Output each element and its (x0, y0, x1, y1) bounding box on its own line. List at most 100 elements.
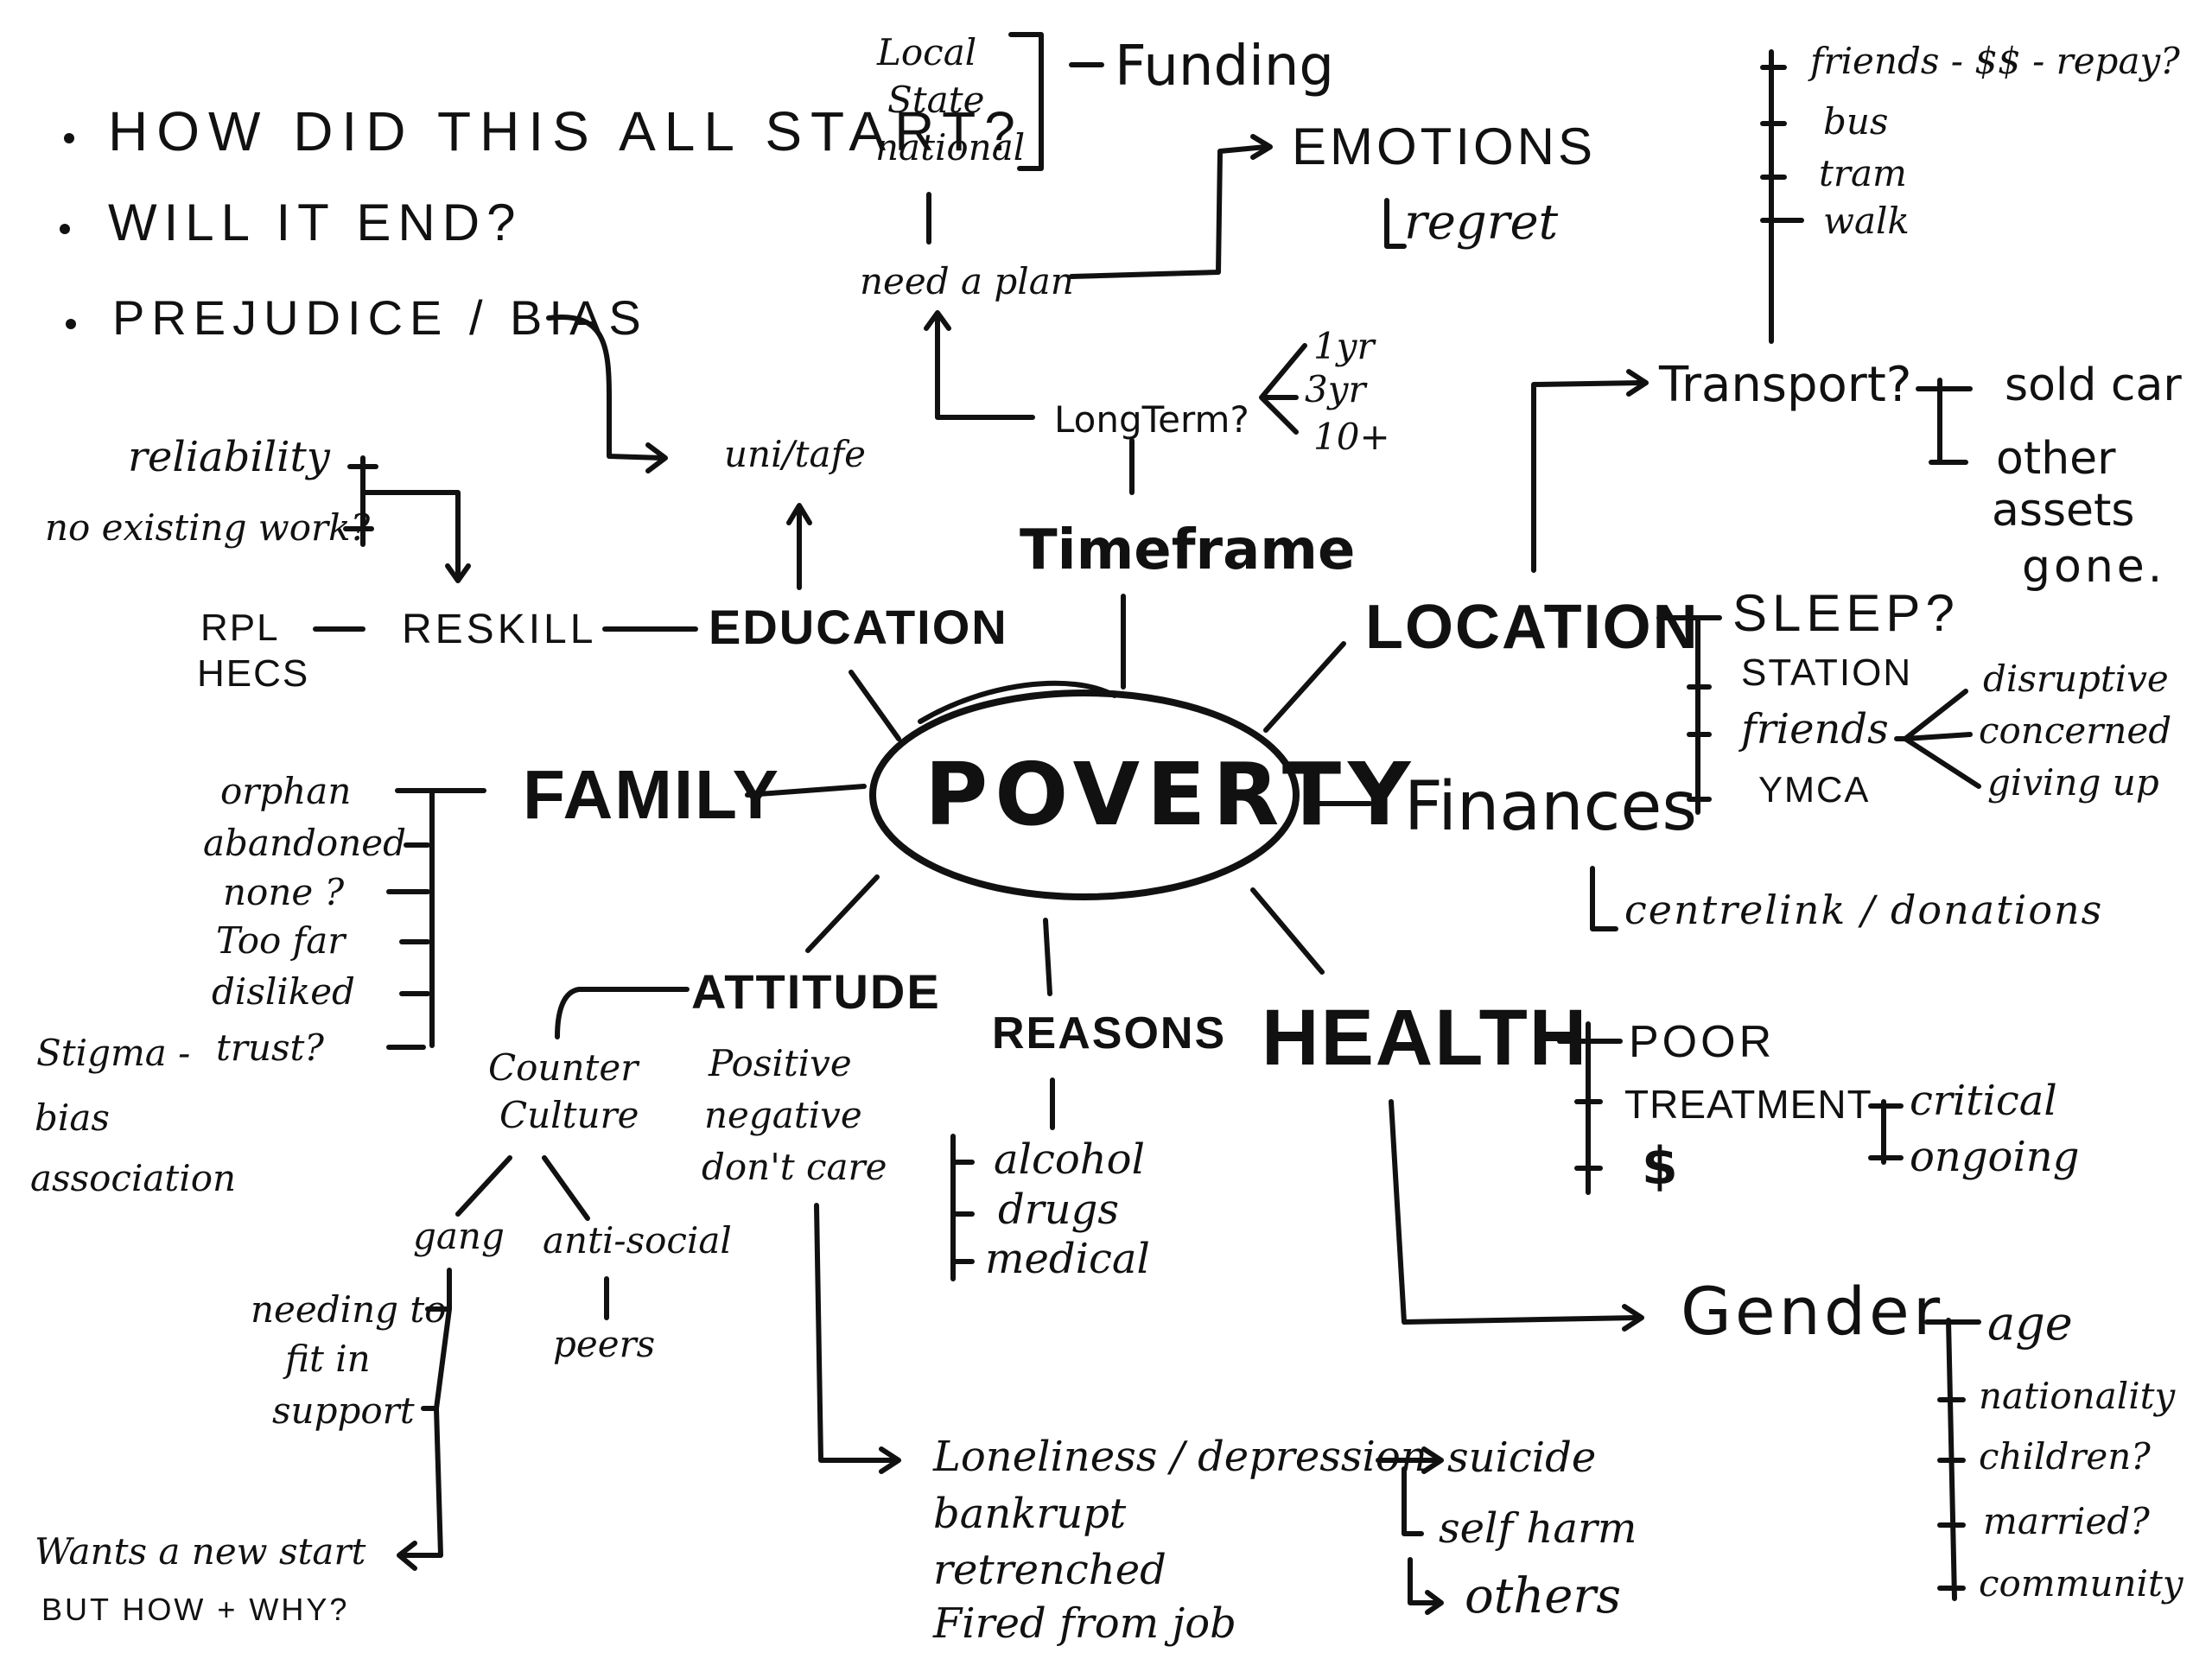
longterm-to-plan (935, 313, 1035, 420)
counter-to-gang (455, 1155, 512, 1217)
family-abandoned: abandoned (203, 822, 406, 864)
branch-finances: Finances (1404, 768, 1698, 846)
family-too-far: Too far (216, 919, 346, 962)
culture-label: Culture (499, 1094, 639, 1136)
outcome-others: others (1465, 1568, 1621, 1624)
reasons-alcohol: alcohol (994, 1135, 1145, 1184)
reasons-medical: medical (985, 1235, 1150, 1283)
treatment-ongoing: ongoing (1910, 1133, 2080, 1181)
loneliness-bankrupt: bankrupt (933, 1490, 1127, 1538)
outcome-self-harm: self harm (1439, 1504, 1637, 1553)
transport-tram: tram (1819, 152, 1907, 194)
others-hook (1408, 1557, 1441, 1605)
gender-community: community (1979, 1562, 2183, 1605)
gender-age: age (1987, 1296, 2073, 1351)
center-label: POVERTY (925, 744, 1418, 845)
bullet-2 (60, 224, 70, 234)
assets-gone: gone. (2022, 541, 2166, 593)
gender-children: children? (1979, 1435, 2151, 1478)
finances-centrelink: centrelink / donations (1624, 887, 2104, 933)
funding-national: national (875, 126, 1026, 168)
health-money: $ (1642, 1136, 1678, 1197)
outcome-suicide: suicide (1447, 1433, 1597, 1482)
loneliness-retrenched: retrenched (933, 1546, 1166, 1594)
family-none: none ? (223, 871, 345, 913)
counter-label: Counter (488, 1046, 639, 1089)
question-end: WILL IT END? (108, 194, 523, 251)
health-to-gender (1389, 1099, 1640, 1325)
assets-assets: assets (1992, 485, 2135, 537)
emotions-regret: regret (1404, 194, 1559, 251)
prejudice-arrowhead (645, 442, 668, 474)
longterm-to-plan-head (924, 310, 951, 331)
spoke-family (745, 784, 867, 798)
stigma-bias: bias (35, 1096, 110, 1139)
needs-bracket (399, 1306, 452, 1558)
counter-to-antisocial (542, 1155, 590, 1221)
attitude-positive: Positive (709, 1042, 852, 1084)
friends-fan (1894, 689, 1981, 789)
emotions-label: EMOTIONS (1292, 118, 1597, 175)
health-treatment: TREATMENT (1624, 1082, 1872, 1127)
branch-location: LOCATION (1365, 593, 1700, 662)
bullet-1 (64, 133, 74, 143)
reskill-label: RESKILL (402, 607, 597, 652)
longterm-label: LongTerm? (1054, 398, 1249, 441)
location-to-transport (1531, 380, 1644, 573)
sleep-friends: friends (1741, 705, 1889, 753)
reasons-drugs: drugs (998, 1185, 1119, 1234)
reskill-arrow (360, 490, 461, 582)
funding-label: Funding (1115, 35, 1335, 99)
spoke-location (1263, 641, 1346, 733)
treatment-critical: critical (1910, 1077, 2057, 1125)
question-start: HOW DID THIS ALL START? (108, 100, 1024, 162)
spoke-education (849, 670, 901, 741)
rpl-label: RPL (200, 607, 280, 649)
edu-to-uni-head (786, 503, 812, 525)
funding-state: State (887, 79, 985, 121)
longterm-fan (1259, 343, 1307, 435)
friends-disruptive: disruptive (1983, 658, 2169, 700)
stigma-label: Stigma - (36, 1032, 191, 1074)
funding-local: Local (877, 31, 977, 73)
needs-fit-label: needing to (251, 1288, 447, 1331)
selfharm-hook (1402, 1466, 1424, 1536)
loneliness-label: Loneliness / depression (933, 1433, 1427, 1481)
others-arrowhead (1425, 1590, 1444, 1615)
health-to-gender-head (1622, 1304, 1644, 1332)
attitude-dont-care: don't care (702, 1146, 887, 1188)
bullet-3 (66, 319, 76, 329)
longterm-3yr: 3yr (1305, 368, 1366, 410)
branch-reasons: REASONS (992, 1008, 1227, 1058)
needs-support-label: support (272, 1389, 415, 1432)
peers-label: peers (553, 1323, 656, 1365)
suicide-arrowhead (1421, 1446, 1444, 1474)
location-to-transport-head (1626, 369, 1649, 397)
longterm-1yr: 1yr (1313, 325, 1375, 367)
spoke-reasons (1043, 918, 1052, 996)
newstart-how: BUT HOW + WHY? (41, 1592, 350, 1627)
hecs-label: HECS (197, 652, 310, 695)
branch-timeframe: Timeframe (1020, 518, 1356, 582)
no-existing-work-label: no existing work? (45, 506, 371, 549)
branch-family: FAMILY (523, 756, 780, 833)
gang-label: gang (413, 1215, 505, 1257)
plan-to-emotions (1069, 144, 1268, 279)
transport-friends: friends - $$ - repay? (1810, 40, 2180, 82)
branch-gender: Gender (1681, 1273, 1944, 1350)
family-disliked: disliked (212, 970, 355, 1013)
center-oval-flourish (918, 680, 1117, 724)
sleep-label: SLEEP? (1732, 584, 1960, 642)
prejudice-arrow (546, 314, 664, 461)
stigma-association: association (30, 1157, 237, 1199)
transport-bus: bus (1823, 100, 1889, 143)
attitude-to-loneliness (814, 1203, 897, 1463)
plan-to-emotions-head (1250, 134, 1273, 160)
attitude-to-loneliness-head (879, 1446, 901, 1474)
attitude-to-counter (555, 987, 690, 1039)
funding-bracket (1008, 32, 1044, 171)
sleep-station: STATION (1741, 652, 1913, 694)
loneliness-fired: Fired from job (933, 1599, 1236, 1648)
branch-health: HEALTH (1262, 994, 1589, 1082)
